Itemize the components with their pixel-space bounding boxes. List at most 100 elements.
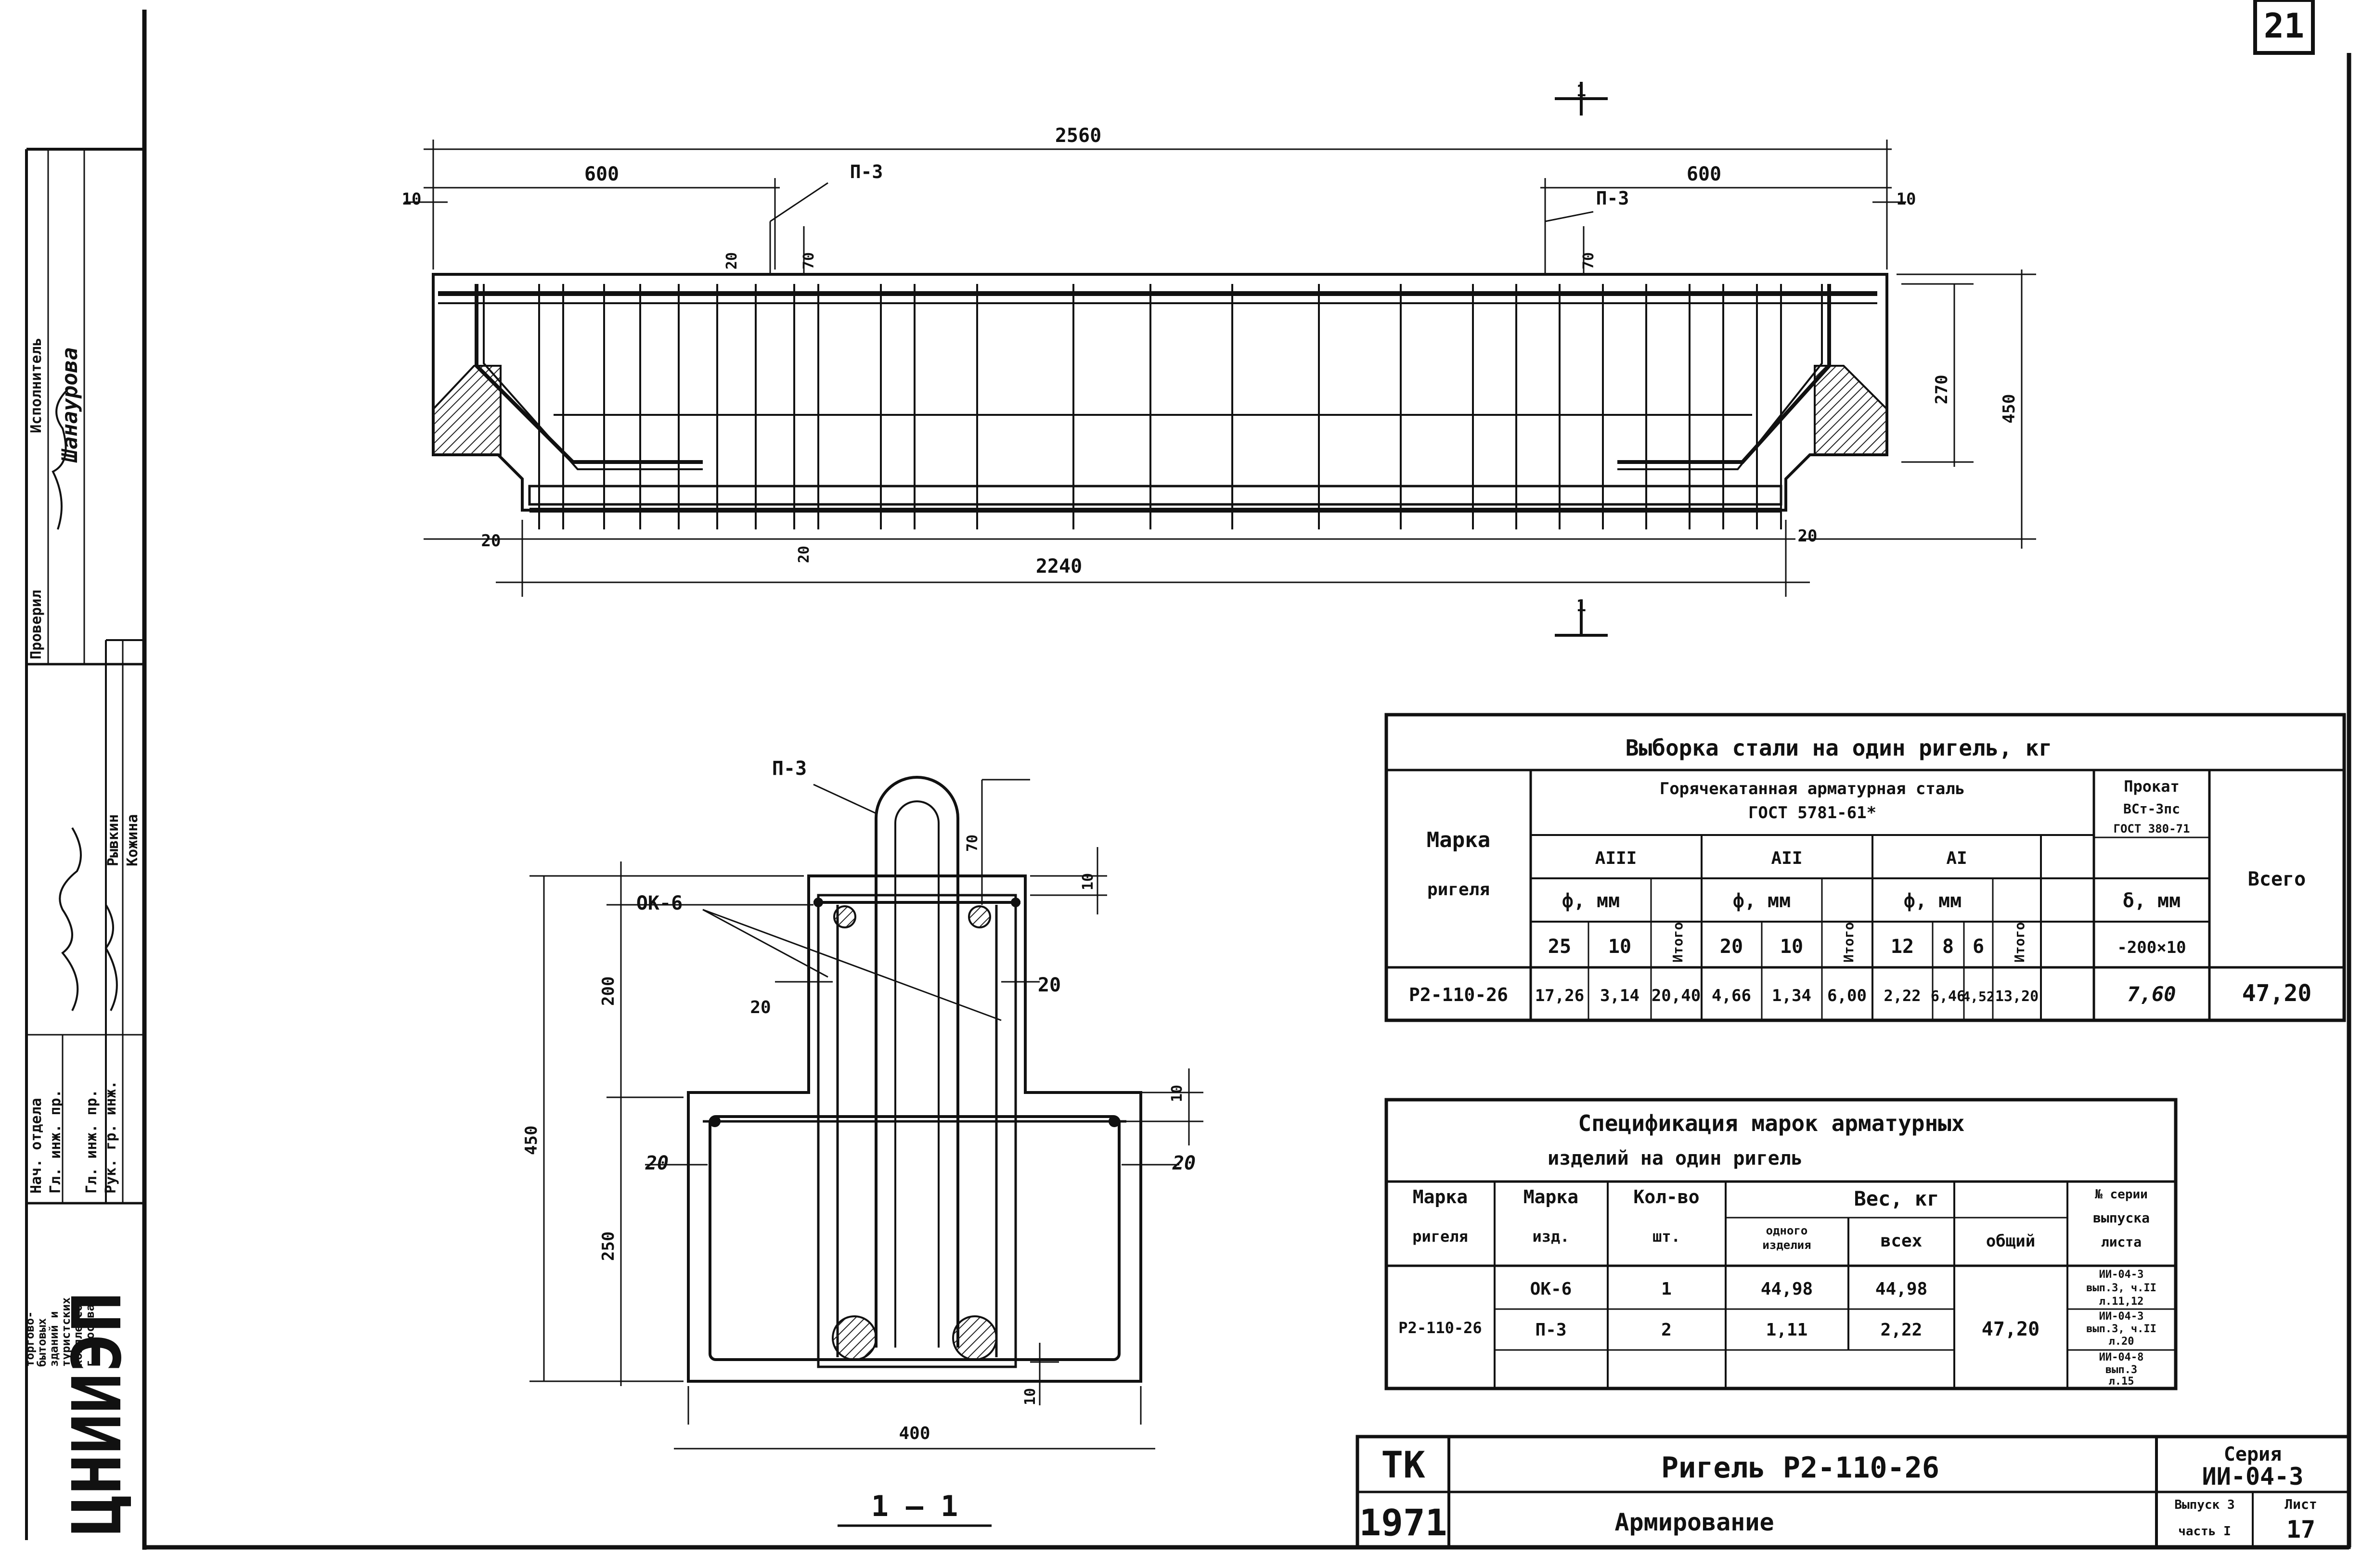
svg-text:Марка: Марка (1413, 1186, 1468, 1208)
svg-text:20,40: 20,40 (1652, 986, 1701, 1005)
role-1: Нач. отдела (28, 1098, 45, 1194)
svg-text:л.11,12: л.11,12 (2099, 1296, 2144, 1308)
steel-table-text: Выборка стали на один ригель, кг Марка р… (1409, 735, 2311, 1007)
org-text-6: г. Москва (83, 1304, 97, 1367)
svg-text:часть I: часть I (2178, 1524, 2231, 1539)
svg-text:вып.3, ч.II: вып.3, ч.II (2086, 1282, 2156, 1294)
series-label: Серия (2224, 1443, 2282, 1465)
svg-text:Итого: Итого (1841, 922, 1857, 963)
sheet-frame: 21 (142, 0, 2351, 1550)
svg-text:изделия: изделия (1762, 1238, 1811, 1252)
stirrups (538, 284, 1782, 529)
role-3: Гл. инж. пр. (83, 1089, 100, 1194)
svg-text:2,22: 2,22 (1884, 987, 1921, 1005)
svg-text:ГОСТ 380-71: ГОСТ 380-71 (2114, 822, 2190, 835)
section-mark-bottom-label: 1 (1576, 596, 1586, 616)
svg-text:1,34: 1,34 (1772, 986, 1811, 1005)
svg-text:изд.: изд. (1532, 1227, 1569, 1246)
svg-text:Лист: Лист (2285, 1496, 2317, 1512)
title-block-text: ТК 1971 Ригель Р2-110-26 Армирование Сер… (1359, 1443, 2317, 1544)
title-tk: ТК (1381, 1443, 1425, 1486)
svg-text:Марка: Марка (1427, 828, 1490, 852)
svg-text:Горячекатанная арматурная стал: Горячекатанная арматурная сталь (1660, 779, 1965, 798)
dim-450: 450 (2000, 394, 2019, 424)
section-mark-top (1555, 82, 1608, 116)
dim-20-left-top: 20 (750, 998, 771, 1017)
svg-text:12: 12 (1891, 936, 1914, 958)
svg-text:изделий на один ригель: изделий на один ригель (1548, 1147, 1803, 1170)
svg-text:выпуска: выпуска (2093, 1210, 2150, 1226)
svg-text:общий: общий (1986, 1232, 2035, 1251)
dim-10-right: 10 (1897, 190, 1916, 209)
role-4: Рук. гр. инж. (103, 1080, 119, 1194)
svg-text:4,52: 4,52 (1962, 989, 1994, 1004)
svg-text:6,00: 6,00 (1827, 986, 1867, 1005)
svg-text:8: 8 (1942, 936, 1954, 958)
signature-2 (59, 827, 82, 1011)
tag-p3-right: П-3 (1596, 188, 1629, 209)
dim-70-section: 70 (964, 835, 981, 852)
svg-text:Всего: Всего (2248, 868, 2306, 890)
svg-text:Кол-во: Кол-во (1633, 1186, 1699, 1208)
drawing-title: Ригель Р2-110-26 (1661, 1451, 1939, 1485)
sheet-number: 17 (2286, 1516, 2315, 1543)
svg-text:-200×10: -200×10 (2117, 938, 2186, 957)
svg-text:ригеля: ригеля (1427, 880, 1490, 900)
dim-2560: 2560 (1055, 125, 1101, 147)
dim-70-right: 70 (1580, 252, 1597, 270)
svg-text:Прокат: Прокат (2124, 777, 2180, 796)
svg-text:АI: АI (1946, 848, 1967, 868)
dim-10-left: 10 (402, 190, 422, 209)
dim-20-bottom-left: 20 (481, 531, 501, 551)
svg-text:6: 6 (1973, 936, 1984, 958)
svg-text:10: 10 (1608, 936, 1631, 958)
svg-text:одного: одного (1766, 1224, 1808, 1237)
bent-bar-right (1617, 284, 1831, 464)
section-mark-bottom (1555, 602, 1608, 637)
dim-200: 200 (599, 977, 618, 1006)
svg-text:44,98: 44,98 (1761, 1279, 1813, 1299)
cross-section-1-1: П-3 ОК-6 70 10 200 250 450 20 20 20 20 1… (522, 758, 1203, 1527)
steel-row-mark: Р2-110-26 (1409, 984, 1508, 1005)
dim-20-right-bottom: 20 (1172, 1152, 1196, 1174)
spec-table (1384, 1098, 2178, 1390)
svg-text:2,22: 2,22 (1881, 1320, 1923, 1340)
svg-text:Вес, кг: Вес, кг (1854, 1187, 1939, 1210)
right-support-hatch (1814, 365, 1888, 456)
dim-2240: 2240 (1036, 555, 1082, 578)
role-2: Гл. инж. пр. (47, 1089, 64, 1194)
beam-outline (432, 273, 1888, 512)
bent-bar-left (475, 284, 703, 464)
left-support-hatch (432, 365, 502, 456)
svg-text:ИИ-04-3: ИИ-04-3 (2099, 1311, 2144, 1323)
svg-text:ригеля: ригеля (1412, 1227, 1468, 1246)
dim-20-left-bottom: 20 (645, 1152, 669, 1174)
series-value: ИИ-04-3 (2202, 1463, 2304, 1491)
svg-text:Итого: Итого (2012, 922, 2027, 963)
u-bar-p3 (875, 776, 959, 1348)
svg-text:АIII: АIII (1595, 848, 1637, 868)
dim-250: 250 (599, 1232, 618, 1261)
svg-text:25: 25 (1548, 936, 1571, 958)
svg-text:2: 2 (1661, 1320, 1672, 1340)
svg-text:1,11: 1,11 (1766, 1320, 1808, 1340)
svg-text:л.20: л.20 (2109, 1336, 2134, 1348)
spec-table-text: Спецификация марок арматурных изделий на… (1398, 1110, 2156, 1388)
dim-10-top-section: 10 (1080, 873, 1097, 890)
svg-text:л.15: л.15 (2109, 1375, 2134, 1388)
svg-text:ВСт-3пс: ВСт-3пс (2123, 801, 2180, 817)
svg-text:Выпуск 3: Выпуск 3 (2174, 1498, 2234, 1512)
tag-p3-left: П-3 (850, 161, 883, 182)
svg-text:листа: листа (2101, 1234, 2142, 1250)
svg-text:вып.3: вып.3 (2105, 1364, 2137, 1376)
dim-20-bottom-mid: 20 (796, 546, 813, 563)
bar-bottom-left (832, 1315, 877, 1361)
svg-text:ОК-6: ОК-6 (1530, 1279, 1572, 1299)
svg-text:ф, мм: ф, мм (1733, 890, 1791, 912)
svg-text:20: 20 (1720, 936, 1743, 958)
svg-text:4,66: 4,66 (1712, 986, 1751, 1005)
svg-text:П-3: П-3 (1535, 1320, 1566, 1340)
svg-text:ф, мм: ф, мм (1562, 890, 1620, 912)
dim-70-left: 70 (800, 252, 817, 270)
